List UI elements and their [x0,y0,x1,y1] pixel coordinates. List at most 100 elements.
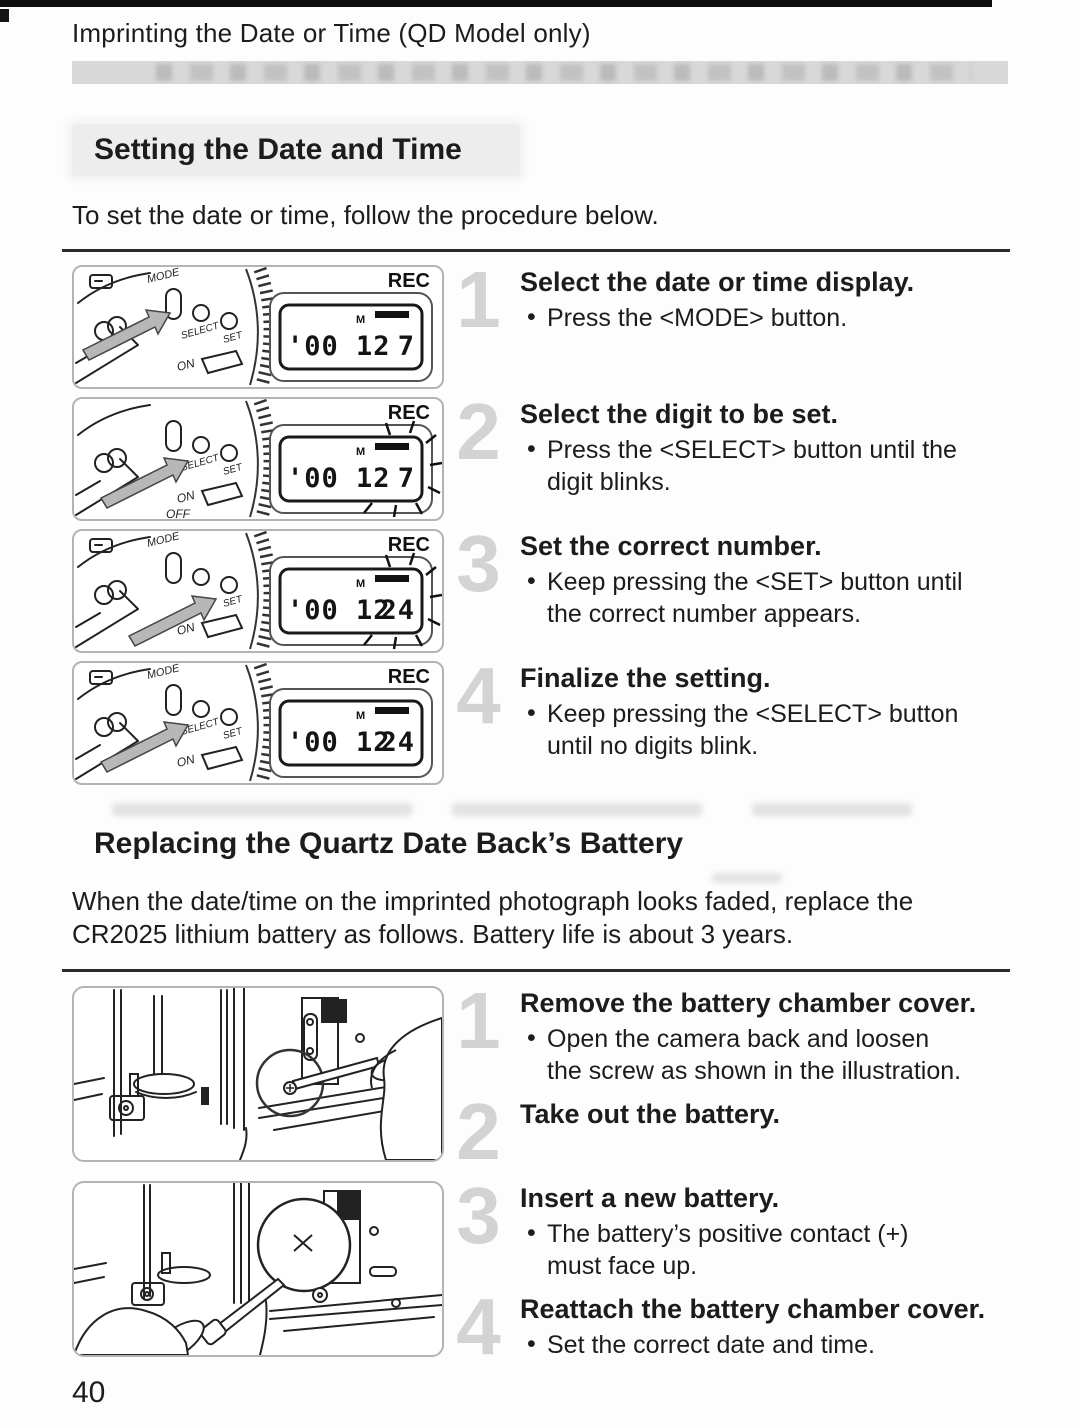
battery-step-texts: 1 Remove the battery chamber cover. Open… [444,981,977,1176]
section-heading-text: Replacing the Quartz Date Back’s Battery [94,827,684,860]
lcd-panel: REC '00 12 24 M [269,666,433,778]
step-instruction: The battery’s positive contact (+) must … [520,1217,909,1283]
battery-step: 1 Remove the battery chamber cover. Open… [444,981,977,1088]
bleed-through-smudge [156,64,971,81]
bleed-through-artifact [112,803,412,816]
screw-icon [283,1081,297,1096]
lcd-year-month: '00 12 [287,331,391,362]
step-instruction: Keep pressing the <SELECT> button until … [520,697,958,763]
step-row: MODE SELECT SET ON REC '00 12 [72,255,1008,389]
month-marker: M [356,314,365,326]
camera-top-illustration: MODE SELECT SET ON REC '00 12 [72,661,444,785]
step-row: MODE SET ON REC '00 12 24 [72,519,1008,653]
step-title: Reattach the battery chamber cover. [520,1293,986,1324]
set-label: SET [222,726,245,742]
press-arrow-icon [99,721,190,773]
month-marker: M [356,710,365,722]
camera-back-remove-cover-illustration [72,986,444,1163]
screwdriver-loosen-screw-drawing [74,988,442,1161]
scan-edge-strip [0,0,992,7]
on-off-lever-icon [200,745,244,771]
screw-icon [312,1286,328,1303]
lcd-bar-segment [375,311,409,318]
rec-indicator: REC [388,666,430,688]
mode-label: MODE [146,663,182,682]
coin-battery-icon [256,1197,352,1293]
rec-indicator: REC [388,534,430,556]
camera-back-insert-battery-illustration [72,1180,444,1357]
hand-icon [74,1307,190,1355]
date-time-steps: MODE SELECT SET ON REC '00 12 [72,255,1008,785]
bleed-through-artifact [712,873,782,883]
step-number: 3 [456,1170,501,1260]
blink-marks-icon [363,420,442,518]
on-label: ON [175,752,196,770]
step-title: Set the correct number. [520,531,822,561]
camera-set-press-drawing: MODE SET ON REC '00 12 24 [75,531,442,651]
select-button-icon [192,700,210,718]
lcd-bar-segment [375,707,409,714]
set-button-icon [220,312,238,330]
mode-label: MODE [146,267,182,286]
step-number: 2 [456,1086,501,1176]
magnifier-circle-icon [255,1048,325,1118]
camera-mode-press-drawing: MODE SELECT SET ON REC '00 12 [75,267,433,387]
battery-steps: 1 Remove the battery chamber cover. Open… [72,981,1008,1371]
blink-marks-icon [363,552,442,650]
lcd-year-month: '00 12 [287,595,391,626]
camera-select-press-drawing: SELECT SET ON OFF REC '00 12 [75,399,442,519]
step-title: Select the date or time display. [520,267,915,297]
lcd-panel: REC '00 12 24 M [269,534,442,650]
step-instruction: Set the correct date and time. [520,1328,985,1362]
on-label: ON [175,356,196,374]
step-instruction: Open the camera back and loosen the scre… [520,1022,976,1088]
press-arrow-icon [127,595,218,647]
set-label: SET [222,594,245,610]
scan-edge-mark [0,9,9,22]
set-button-icon [220,576,238,594]
mode-label: MODE [146,531,182,550]
select-button-icon [192,304,210,322]
mode-button-icon [165,552,182,584]
step-title: Finalize the setting. [520,663,771,693]
on-label: ON [175,488,196,506]
battery-step: 4 Reattach the battery chamber cover. Se… [444,1281,986,1371]
step-number: 1 [456,255,501,344]
step-title: Remove the battery chamber cover. [520,988,977,1019]
set-button-icon [220,444,238,462]
step-title: Select the digit to be set. [520,399,839,429]
step-row: SELECT SET ON OFF REC '00 12 [72,387,1008,521]
step-number: 3 [456,519,501,608]
rec-indicator: REC [388,402,430,424]
on-off-lever-icon [200,481,244,507]
mode-button-icon [165,684,182,716]
step-title: Take out the battery. [520,1098,781,1129]
lcd-year-month: '00 12 [287,727,391,758]
camera-top-illustration: MODE SELECT SET ON REC '00 12 [72,265,444,389]
on-label: ON [175,620,196,638]
month-marker: M [356,446,365,458]
step-number: 4 [456,1281,501,1371]
step-row: 1 Remove the battery chamber cover. Open… [72,981,1008,1176]
set-button-icon [220,708,238,726]
select-label: SELECT [180,320,221,342]
select-button-icon [192,568,210,586]
mode-button-icon [165,288,182,320]
camera-select-press-drawing: MODE SELECT SET ON REC '00 12 [75,663,433,783]
step-number: 2 [456,387,501,476]
step-instruction: Keep pressing the <SET> button until the… [520,565,963,631]
on-off-lever-icon [200,349,244,375]
battery-x-mark-icon [293,1234,313,1252]
intro-text: To set the date or time, follow the proc… [72,200,659,230]
bleed-through-artifact [752,803,912,816]
battery-step-texts: 3 Insert a new battery. The battery’s po… [444,1170,986,1371]
step-row: 3 Insert a new battery. The battery’s po… [72,1170,1008,1371]
camera-top-illustration: MODE SET ON REC '00 12 24 [72,529,444,653]
section-heading-setting-date-time: Setting the Date and Time [72,124,520,176]
lcd-day: 24 [380,727,415,758]
on-off-lever-icon [200,613,244,639]
step-title: Insert a new battery. [520,1182,780,1213]
step-instruction: Press the <MODE> button. [520,301,914,335]
battery-step: 3 Insert a new battery. The battery’s po… [444,1170,985,1283]
